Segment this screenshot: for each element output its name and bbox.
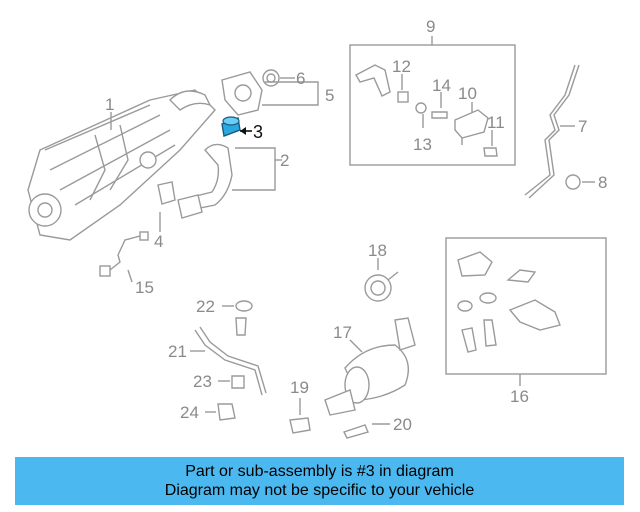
egr-cooler [27,89,216,241]
callout-24: 24 [180,403,199,422]
callout-9: 9 [426,17,435,36]
hose-21 [194,317,267,396]
gasket-part-3 [221,116,241,137]
callout-20: 20 [393,415,412,434]
egr-pipe [157,143,233,219]
callout-19: 19 [290,378,309,397]
callout-18: 18 [368,241,387,260]
gasket-19 [289,417,311,434]
callout-10: 10 [458,84,477,103]
catalyst-17 [324,317,416,416]
pipe-7 [524,64,580,199]
part-8 [565,174,581,190]
callout-17: 17 [333,323,352,342]
pressure-sensor [454,109,489,145]
callout-22: 22 [196,297,215,316]
callout-7: 7 [578,117,587,136]
callout-4: 4 [154,232,163,251]
callout-2: 2 [280,151,289,170]
info-banner: Part or sub-assembly is #3 in diagram Di… [15,457,624,505]
vacuum-hose [355,64,391,97]
sensor-15 [99,231,149,277]
clip-23 [231,375,245,389]
callout-3: 3 [253,122,263,142]
box-16-parts [457,251,561,353]
callout-8: 8 [598,173,607,192]
callout-6: 6 [296,69,305,88]
callout-14: 14 [432,76,451,95]
clip-22 [235,300,253,312]
callout-11: 11 [487,113,505,132]
callout-21: 21 [168,342,187,361]
clamp-24 [217,403,236,421]
parts-diagram: 1 3 2 4 6 5 9 12 13 14 [27,17,607,439]
clamp-18 [364,271,399,302]
part-12 [397,91,409,103]
callout-5: 5 [325,86,334,105]
callout-16: 16 [510,387,529,406]
callout-12: 12 [392,57,411,76]
bolt-20 [343,424,369,439]
egr-valve-housing [221,69,280,116]
banner-line-2: Diagram may not be specific to your vehi… [164,482,475,499]
callout-1: 1 [105,95,114,114]
box-16 [445,237,607,375]
callout-13: 13 [413,135,432,154]
callout-15: 15 [135,278,154,297]
part-14-bolt [431,111,448,119]
box-9 [349,44,516,166]
banner-line-1: Part or sub-assembly is #3 in diagram [185,463,454,480]
callout-23: 23 [193,372,212,391]
part-13 [415,102,427,114]
part-11-bolt [483,147,498,157]
